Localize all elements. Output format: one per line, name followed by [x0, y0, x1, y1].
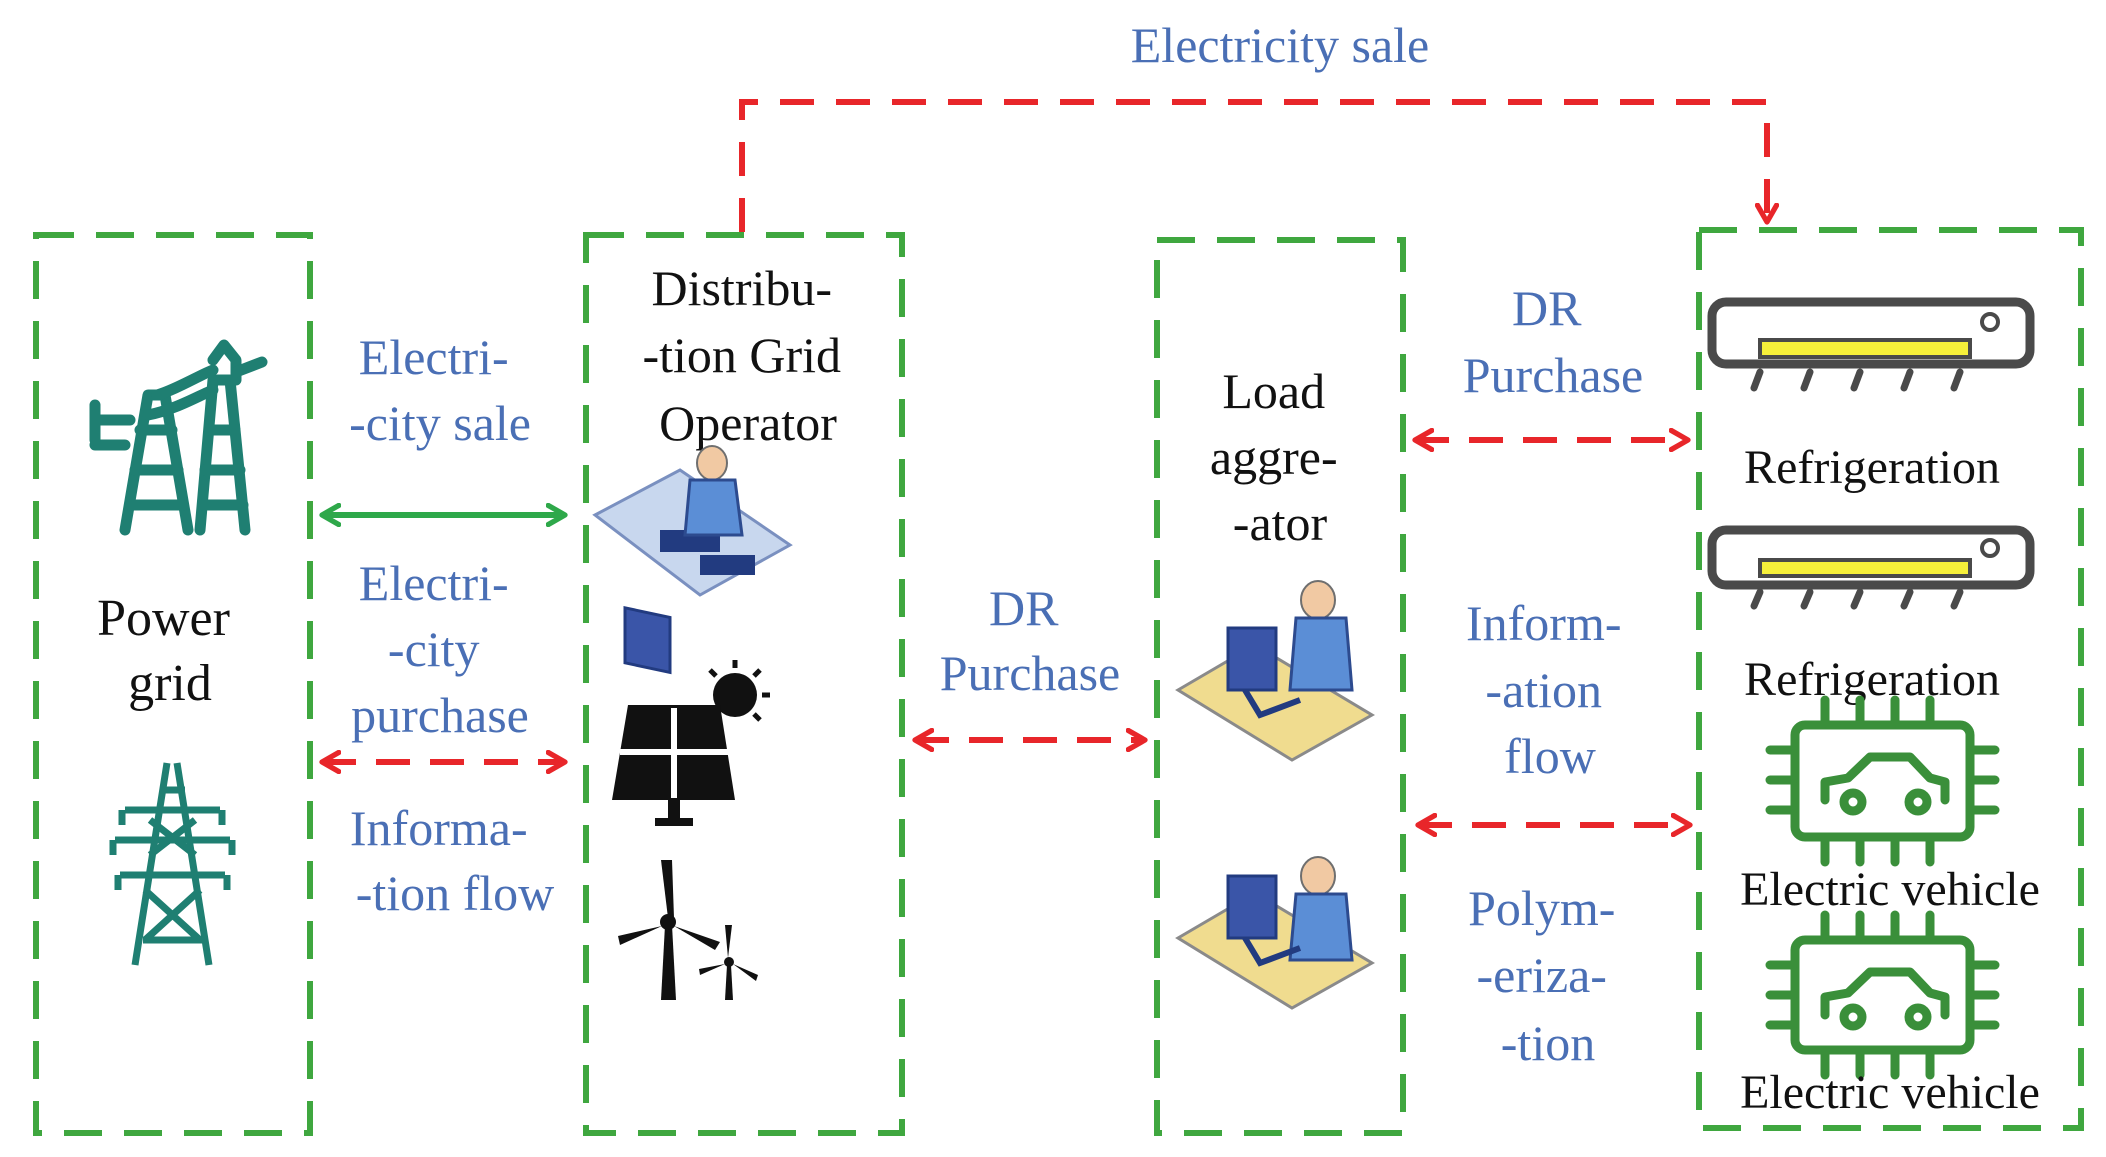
solar-panel-icon — [612, 660, 770, 826]
air-conditioner-icon — [1707, 297, 2035, 392]
power-grid-title: Power grid — [97, 590, 243, 712]
user-label-4: Electric vehicle — [1740, 1066, 2040, 1119]
la-users-info-label: Inform- -ation flow — [1466, 595, 1634, 784]
la-users-dr-label: DR Purchase — [1463, 280, 1644, 403]
user-label-3: Electric vehicle — [1740, 863, 2040, 916]
la-users-poly-label: Polym- -eriza- -tion — [1468, 880, 1628, 1071]
load-aggregator-title: Load aggre- -ator — [1210, 363, 1350, 551]
user-label-1: Refrigeration — [1744, 441, 2000, 494]
power-grid-box — [33, 232, 313, 1136]
operator-desk-icon — [1175, 580, 1375, 762]
grid-dso-sale-label: Electri- -city sale — [349, 329, 531, 451]
dso-la-label: DR Purchase — [940, 580, 1121, 701]
top-sale-label: Electricity sale — [1131, 17, 1429, 73]
pylon-icon — [109, 762, 236, 966]
electric-vehicle-chip-icon — [1765, 695, 2000, 867]
dso-box — [583, 232, 905, 1136]
operator-desk-icon — [1175, 856, 1375, 1010]
transmission-tower-icon — [89, 339, 268, 536]
grid-dso-info-label: Informa- -tion flow — [350, 800, 554, 921]
top-electricity-sale-path — [739, 99, 1767, 232]
operator-desk-icon — [592, 445, 793, 675]
load-aggregator-box — [1154, 237, 1406, 1136]
user-label-2: Refrigeration — [1744, 653, 2000, 706]
dso-title: Distribu- -tion Grid Operator — [642, 260, 853, 451]
grid-dso-purchase-label: Electri- -city purchase — [351, 555, 529, 743]
air-conditioner-icon — [1707, 525, 2035, 610]
users-box — [1696, 227, 2084, 1131]
wind-turbine-icon — [618, 860, 758, 1000]
electric-vehicle-chip-icon — [1765, 910, 2000, 1080]
